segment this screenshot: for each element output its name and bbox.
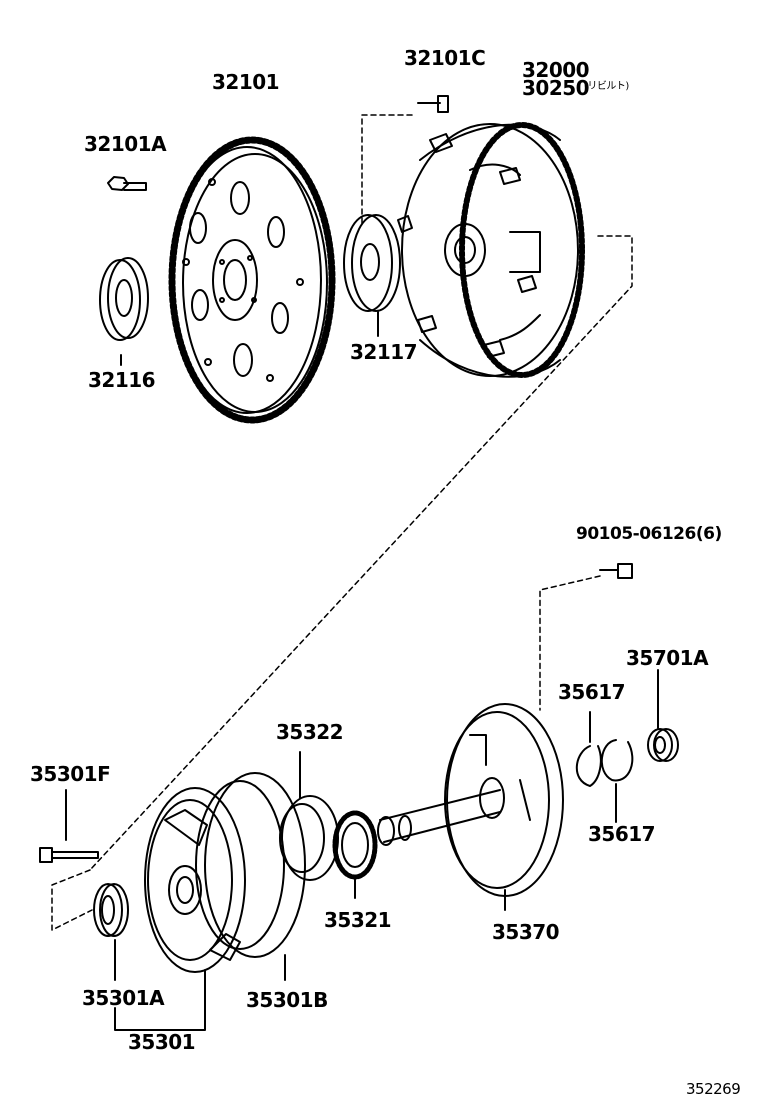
oil-seal-35301a — [93, 883, 129, 981]
bolt-32101a — [107, 176, 147, 191]
flex-plate-ring-gear — [168, 136, 336, 424]
bolt-90105 — [599, 563, 633, 579]
label-35321: 35321 — [324, 908, 392, 932]
pump-body-35301b — [195, 772, 306, 981]
bolt-32101c — [417, 95, 449, 113]
pump-cover-35301 — [144, 787, 246, 973]
label-35617-top: 35617 — [558, 680, 626, 704]
label-35301f: 35301F — [30, 762, 111, 786]
label-32000: 32000 — [522, 58, 590, 82]
label-35370: 35370 — [492, 920, 560, 944]
drive-gear-35321 — [332, 810, 378, 899]
label-35301a: 35301A — [82, 986, 165, 1010]
label-35301: 35301 — [128, 1030, 196, 1054]
label-35322: 35322 — [276, 720, 344, 744]
snap-rings-35617 — [575, 711, 634, 823]
label-30250-rebuilt-note: (リビルト) — [584, 81, 629, 92]
label-35617-bottom: 35617 — [588, 822, 656, 846]
driven-gear-35322 — [279, 751, 339, 881]
label-90105-06126: 90105-06126(6) — [576, 524, 722, 544]
label-30250: 30250 — [522, 76, 590, 100]
spacer-32116 — [99, 257, 149, 366]
label-35701a: 35701A — [626, 646, 709, 670]
plate-32117 — [343, 214, 401, 337]
label-32117: 32117 — [350, 340, 418, 364]
diagram-reference-number: 352269 — [686, 1080, 741, 1098]
torque-converter — [397, 122, 585, 378]
label-32101c: 32101C — [404, 46, 486, 70]
bolt-35301f — [39, 789, 99, 863]
label-32101a: 32101A — [84, 132, 167, 156]
label-35301b: 35301B — [246, 988, 328, 1012]
stator-shaft-35370 — [377, 703, 564, 911]
label-32116: 32116 — [88, 368, 156, 392]
bearing-35701a — [647, 669, 679, 762]
label-32101: 32101 — [212, 70, 280, 94]
